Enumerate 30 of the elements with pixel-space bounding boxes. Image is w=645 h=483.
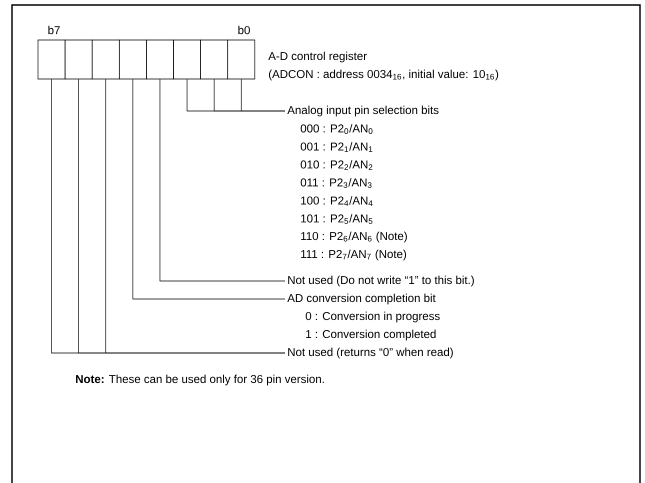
option-text: 110 : P2$_{6}$/AN$_{6}$ (Note) xyxy=(301,232,407,242)
register-title: A-D control register xyxy=(268,52,367,62)
bit-description: Not used (Do not write “1” to this bit.) xyxy=(288,276,474,286)
option-text: 1 : Conversion completed xyxy=(306,330,436,340)
bit-cell xyxy=(146,40,174,80)
bit-description: AD conversion completion bit xyxy=(287,294,436,304)
register-address: (ADCON : address 0034$_{16}$, initial value: 10$_{16}$) xyxy=(268,70,498,80)
option-text: 001 : P2$_{1}$/AN$_{1}$ xyxy=(300,142,372,152)
bit-cell xyxy=(227,40,256,80)
option-text: 101 : P2$_{5}$/AN$_{5}$ xyxy=(301,214,372,224)
bit-cell xyxy=(38,40,66,80)
bit-cell xyxy=(92,40,120,80)
option-text: 100 : P2$_{4}$/AN$_{4}$ xyxy=(301,196,373,206)
bit-cell xyxy=(64,40,93,80)
bit-label: b0 xyxy=(238,26,250,34)
option-text: 011 : P2$_{3}$/AN$_{3}$ xyxy=(300,178,372,188)
leader-line xyxy=(132,79,286,300)
bit-cell xyxy=(173,40,201,80)
option-text: 010 : P2$_{2}$/AN$_{2}$ xyxy=(300,160,372,170)
note-text: Note: These can be used only for 36 pin version. xyxy=(76,374,324,386)
option-text: 000 : P2$_{0}$/AN$_{0}$ xyxy=(300,124,372,134)
bit-description: Not used (returns “0” when read) xyxy=(288,348,453,358)
option-text: 0 : Conversion in progress xyxy=(306,312,440,322)
leader-line xyxy=(240,79,286,112)
bit-cell xyxy=(200,40,228,80)
leader-line xyxy=(160,79,286,282)
option-text: 111 : P2$_{7}$/AN$_{7}$ (Note) xyxy=(301,250,406,260)
bit-label: b7 xyxy=(48,26,60,34)
bit-description: Analog input pin selection bits xyxy=(287,106,439,116)
bit-cell xyxy=(118,40,147,80)
